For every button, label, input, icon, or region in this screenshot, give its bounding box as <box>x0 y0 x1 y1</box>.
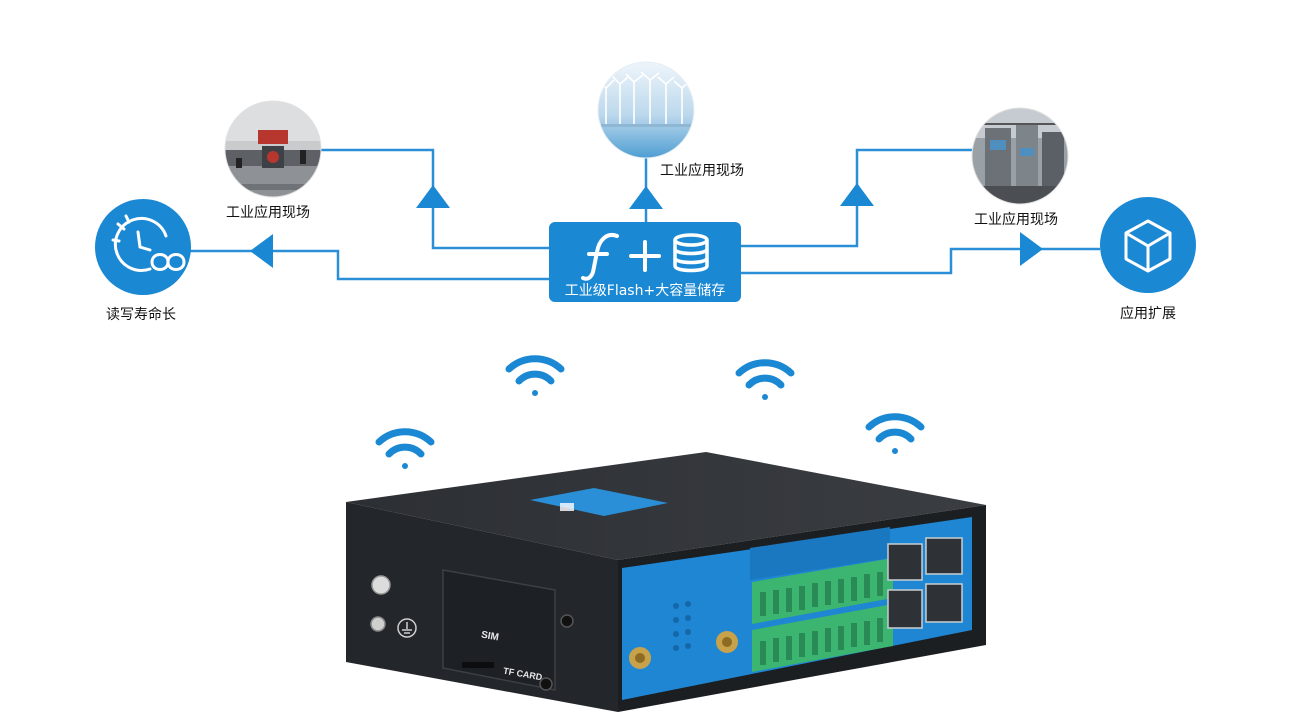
node-left <box>95 199 191 295</box>
line-to-right <box>741 247 1100 275</box>
flash-plus-database-icon <box>581 233 709 281</box>
arrow-up-top-right <box>840 183 874 206</box>
photo-frame-top-center <box>597 61 695 159</box>
flow-arrows <box>250 183 1043 268</box>
photo-frame-top-right <box>971 107 1069 205</box>
offshore-wind-turbines-photo <box>598 62 694 158</box>
line-to-left <box>190 249 549 281</box>
factory-production-line-photo <box>225 101 321 197</box>
wifi-icon <box>375 428 435 469</box>
arrow-left <box>250 234 273 268</box>
wifi-icon <box>735 359 795 400</box>
label-top-right-node: 工业应用现场 <box>974 212 1058 228</box>
wifi-icon <box>865 413 925 454</box>
wifi-icon <box>505 355 565 396</box>
label-right-node: 应用扩展 <box>1120 306 1176 322</box>
cube-icon <box>1124 219 1172 273</box>
center-caption: 工业级Flash+大容量储存 <box>564 283 726 299</box>
center-feature-box: 工业级Flash+大容量储存 <box>549 222 741 302</box>
label-top-center-node: 工业应用现场 <box>660 163 744 179</box>
arrow-up-top-center <box>629 186 663 209</box>
node-right <box>1100 197 1196 293</box>
arrow-right <box>1020 232 1043 266</box>
clock-infinity-icon <box>111 214 186 272</box>
arrow-up-top-left <box>416 185 450 208</box>
label-top-left-node: 工业应用现场 <box>226 205 310 221</box>
label-left-node: 读写寿命长 <box>106 307 176 323</box>
photo-frame-top-left <box>224 100 322 198</box>
industrial-router-device-photo <box>346 452 986 712</box>
